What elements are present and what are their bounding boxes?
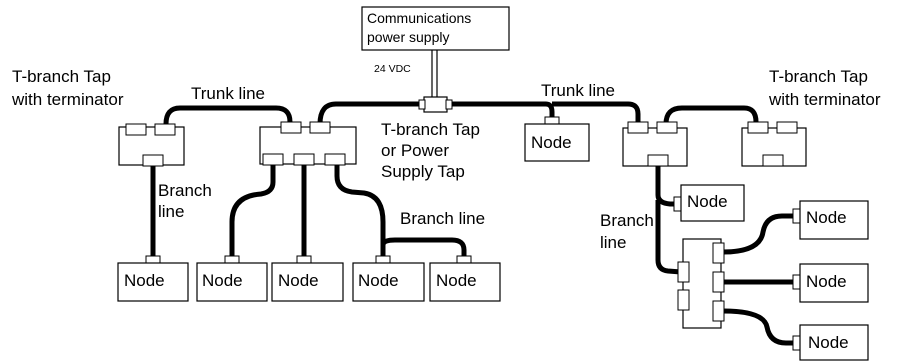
- center-tap-label-line1: T-branch Tap: [381, 120, 480, 139]
- branch-line-right-down: [655, 200, 682, 275]
- tap-left-label-line2: with terminator: [11, 90, 124, 109]
- center-tap-label-line2: or Power: [381, 141, 449, 160]
- branch-line-right-main: [655, 166, 676, 207]
- cables: [150, 50, 793, 346]
- trunk-line-right-segment-2: [663, 105, 759, 125]
- branch-line-c-label-line2: line: [600, 233, 626, 252]
- voltage-label: 24 VDC: [374, 63, 411, 75]
- node-right-1: Node: [792, 200, 869, 240]
- node-right-2: Node: [792, 263, 869, 303]
- node-label: Node: [687, 192, 728, 211]
- trunk-line-left-label: Trunk line: [191, 84, 265, 103]
- node-label: Node: [202, 271, 243, 290]
- node-trunk-center: Node: [524, 116, 590, 162]
- node-bottom-4: Node: [352, 255, 425, 302]
- branch-line-b-label: Branch line: [400, 209, 485, 228]
- node-bottom-2: Node: [196, 255, 268, 302]
- node-bottom-1: Node: [117, 255, 189, 302]
- node-label: Node: [278, 271, 319, 290]
- trunk-line-left-segment-2: [317, 101, 425, 125]
- branch-line-node-to-node: [380, 237, 467, 257]
- node-label: Node: [806, 208, 847, 227]
- node-right-3: Node: [792, 324, 869, 361]
- node-label: Node: [806, 272, 847, 291]
- trunk-line-right-label: Trunk line: [541, 81, 615, 100]
- node-label: Node: [808, 333, 849, 352]
- center-tap-label-line3: Supply Tap: [381, 162, 465, 181]
- t-branch-tap-right: [622, 121, 688, 167]
- communications-power-supply: Communications power supply: [361, 6, 510, 51]
- power-supply-label-line2: power supply: [367, 29, 450, 45]
- t-branch-tap-with-terminator-left: [118, 123, 185, 167]
- node-bottom-3: Node: [271, 255, 344, 302]
- branch-line-right-node-1: [722, 213, 793, 255]
- branch-line-a-label-line2: line: [158, 202, 184, 221]
- branch-line-right-node-3: [722, 308, 793, 346]
- trunk-line-right-segment-1: [446, 101, 641, 122]
- t-branch-tap-with-terminator-right: [741, 121, 807, 167]
- node-label: Node: [124, 271, 165, 290]
- node-label: Node: [531, 133, 572, 152]
- node-bottom-5: Node: [429, 255, 501, 302]
- power-supply-label-line1: Communications: [367, 10, 471, 26]
- node-label: Node: [436, 271, 477, 290]
- tap-right-label-line2: with terminator: [768, 90, 881, 109]
- node-right-branch: Node: [673, 184, 745, 222]
- t-branch-tap-3-port: [259, 121, 357, 166]
- branch-line-3: [334, 164, 386, 257]
- trunk-line-left-segment-1: [163, 105, 293, 125]
- t-branch-tap-vertical: [677, 238, 725, 329]
- tap-left-label-line1: T-branch Tap: [12, 67, 111, 86]
- branch-line-1: [229, 164, 276, 257]
- power-supply-tap: [418, 96, 453, 113]
- branch-line-a-label-line1: Branch: [158, 181, 212, 200]
- branch-line-c-label-line1: Branch: [600, 211, 654, 230]
- node-label: Node: [358, 271, 399, 290]
- tap-right-label-line1: T-branch Tap: [769, 67, 868, 86]
